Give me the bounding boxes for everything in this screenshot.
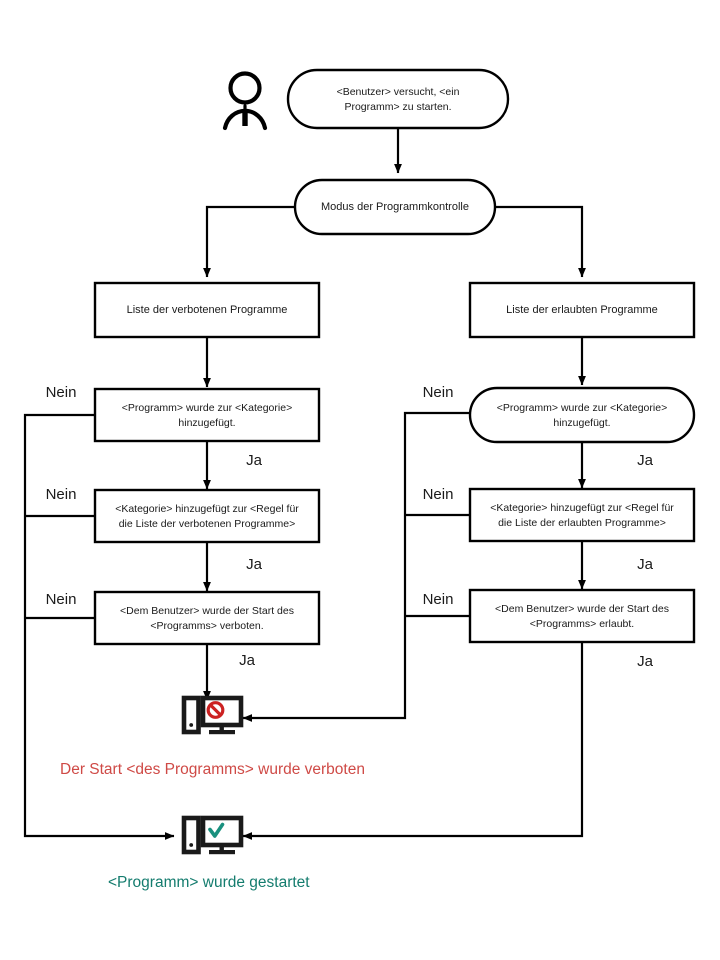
outcome-denied-caption: Der Start <des Programms> wurde verboten xyxy=(60,761,365,778)
edge-label-left-no-2: Nein xyxy=(46,486,77,503)
node-right-category-line2: hinzugefügt. xyxy=(553,417,610,429)
node-right-category: <Programm> wurde zur <Kategorie> hinzuge… xyxy=(468,386,696,444)
node-start-line1: <Benutzer> versucht, <ein xyxy=(337,86,460,98)
node-right-rule-line2: die Liste der erlaubten Programme> xyxy=(498,517,666,529)
edge-label-left-yes-2: Ja xyxy=(246,556,263,573)
node-right-rule: <Kategorie> hinzugefügt zur <Regel für d… xyxy=(468,487,696,543)
edge-label-right-yes-1: Ja xyxy=(637,452,654,469)
node-left-rule-line2: die Liste der verbotenen Programme> xyxy=(119,518,296,530)
edge-label-left-yes-1: Ja xyxy=(246,452,263,469)
node-mode: Modus der Programmkontrolle xyxy=(293,178,497,236)
node-left-user-line2: <Programms> verboten. xyxy=(150,620,263,632)
node-mode-label: Modus der Programmkontrolle xyxy=(321,201,469,213)
node-right-list: Liste der erlaubten Programme xyxy=(468,281,696,339)
node-left-category: <Programm> wurde zur <Kategorie> hinzuge… xyxy=(93,387,321,443)
node-start: <Benutzer> versucht, <ein Programm> zu s… xyxy=(286,68,510,130)
edge-right-no-rail xyxy=(242,411,470,722)
node-left-user: <Dem Benutzer> wurde der Start des <Prog… xyxy=(93,590,321,646)
node-left-list: Liste der verbotenen Programme xyxy=(93,281,321,339)
node-right-category-line1: <Programm> wurde zur <Kategorie> xyxy=(497,402,667,414)
node-left-category-line2: hinzugefügt. xyxy=(178,417,235,429)
edge-label-left-yes-3: Ja xyxy=(239,652,256,669)
monitor-blocked-icon xyxy=(181,695,244,735)
edge-mode-to-left-list xyxy=(202,205,295,278)
edge-label-left-no-3: Nein xyxy=(46,591,77,608)
edge-label-left-no-1: Nein xyxy=(46,384,77,401)
edge-label-right-no-1: Nein xyxy=(423,384,454,401)
node-left-rule: <Kategorie> hinzugefügt zur <Regel für d… xyxy=(93,488,321,544)
node-right-user: <Dem Benutzer> wurde der Start des <Prog… xyxy=(468,588,696,644)
edge-right-user-yes-to-allowed xyxy=(242,642,584,840)
node-right-list-label: Liste der erlaubten Programme xyxy=(506,304,658,316)
node-left-category-line1: <Programm> wurde zur <Kategorie> xyxy=(122,402,292,414)
edge-label-right-no-2: Nein xyxy=(423,486,454,503)
node-start-line2: Programm> zu starten. xyxy=(344,101,451,113)
node-right-user-line2: <Programms> erlaubt. xyxy=(530,618,634,630)
edge-mode-to-right-list xyxy=(495,205,586,278)
edge-left-no-rail xyxy=(23,413,175,841)
node-left-rule-line1: <Kategorie> hinzugefügt zur <Regel für xyxy=(115,503,299,515)
user-person-icon xyxy=(222,71,268,131)
edge-label-right-no-3: Nein xyxy=(423,591,454,608)
edge-label-right-yes-3: Ja xyxy=(637,653,654,670)
node-right-user-line1: <Dem Benutzer> wurde der Start des xyxy=(495,603,669,615)
outcome-allowed-caption: <Programm> wurde gestartet xyxy=(108,874,310,891)
node-right-rule-line1: <Kategorie> hinzugefügt zur <Regel für xyxy=(490,502,674,514)
edge-label-right-yes-2: Ja xyxy=(637,556,654,573)
node-left-user-line1: <Dem Benutzer> wurde der Start des xyxy=(120,605,294,617)
node-left-list-label: Liste der verbotenen Programme xyxy=(127,304,288,316)
monitor-check-icon xyxy=(181,815,244,855)
